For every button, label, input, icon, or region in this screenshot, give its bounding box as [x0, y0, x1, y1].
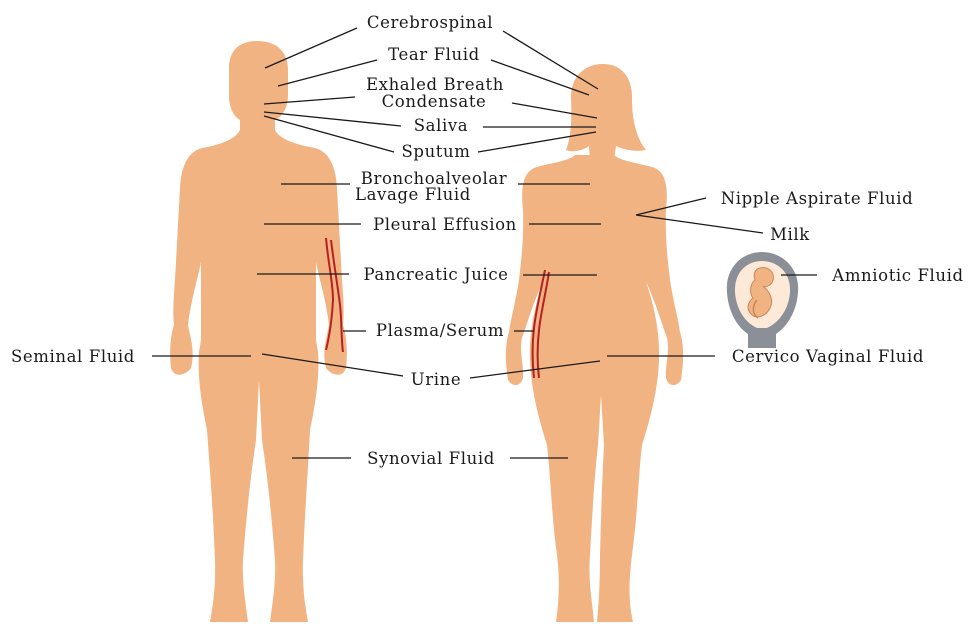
male-head	[229, 41, 288, 135]
label-amniotic-fluid: Amniotic Fluid	[831, 266, 963, 285]
female-figure	[506, 64, 683, 622]
label-sputum: Sputum	[402, 142, 471, 161]
labels: Cerebrospinal Tear Fluid Exhaled Breath …	[11, 13, 964, 468]
label-lavage-fluid: Lavage Fluid	[355, 185, 471, 204]
label-tear-fluid: Tear Fluid	[388, 45, 480, 64]
label-pancreatic-juice: Pancreatic Juice	[363, 265, 508, 284]
label-milk: Milk	[770, 225, 810, 244]
label-condensate: Condensate	[382, 92, 487, 111]
female-torso	[506, 155, 683, 622]
label-pleural-effusion: Pleural Effusion	[373, 215, 517, 234]
label-plasma-serum: Plasma/Serum	[376, 321, 504, 340]
leader-cerebrospinal-female	[503, 31, 598, 89]
leader-tear-fluid-male	[278, 60, 377, 86]
female-head	[566, 64, 646, 160]
label-cerebrospinal: Cerebrospinal	[367, 13, 493, 32]
label-seminal-fluid: Seminal Fluid	[11, 347, 135, 366]
womb-icon	[727, 252, 798, 348]
label-nipple-aspirate-fluid: Nipple Aspirate Fluid	[721, 189, 914, 208]
leader-saliva-male	[264, 112, 401, 126]
label-synovial-fluid: Synovial Fluid	[367, 449, 495, 468]
leader-tear-fluid-female	[491, 60, 589, 95]
label-cervico-vaginal-fluid: Cervico Vaginal Fluid	[732, 347, 924, 366]
label-saliva: Saliva	[414, 116, 468, 135]
male-figure	[170, 41, 347, 622]
male-torso	[170, 130, 347, 622]
label-urine: Urine	[411, 370, 461, 389]
